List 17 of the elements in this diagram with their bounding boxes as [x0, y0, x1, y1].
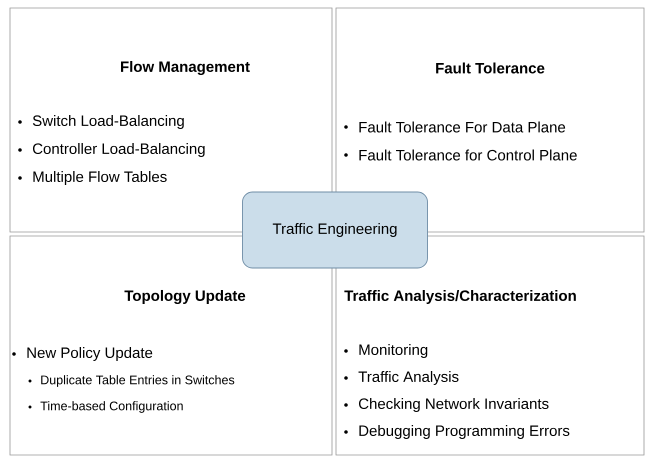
bullet-item: Traffic Analysis	[344, 371, 458, 385]
heading: Fault Tolerance	[436, 62, 544, 74]
bullet-item: Fault Tolerance for Control Plane	[344, 150, 577, 160]
bullet-item: Debugging Programming Errors	[344, 425, 570, 439]
bullet-item: Time-based Configuration	[28, 401, 183, 413]
bullet-item: Fault Tolerance For Data Plane	[344, 122, 566, 132]
bullet-item: Multiple Flow Tables	[18, 171, 167, 185]
heading: Topology Update	[124, 290, 246, 304]
bullet-item: Monitoring	[344, 344, 428, 358]
heading: Flow Management	[121, 60, 250, 76]
bullet-item: Controller Load-Balancing	[18, 143, 205, 157]
bullet-item: Duplicate Table Entries in Switches	[28, 375, 234, 387]
heading: Traffic Analysis/Characterization	[344, 290, 576, 304]
center-box: Traffic Engineering	[242, 192, 428, 268]
bullet-item: New Policy Update	[12, 347, 152, 361]
bullet-item: Switch Load-Balancing	[18, 115, 184, 129]
bullet-item: Checking Network Invariants	[344, 398, 549, 412]
